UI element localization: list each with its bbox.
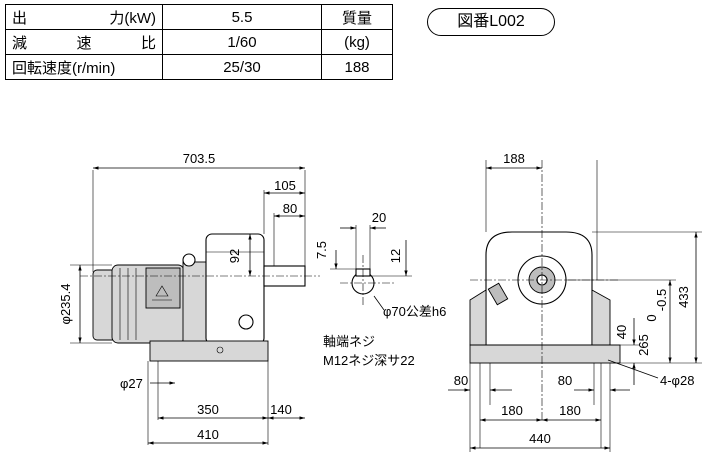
- dim-mount-holes: 4-φ28: [660, 373, 694, 388]
- dim-foot-pitch: 350: [197, 402, 219, 417]
- spec-value-speed: 25/30: [162, 54, 322, 80]
- note-thread-spec: M12ネジ深サ22: [323, 353, 415, 368]
- output-label-right: 力(kW): [109, 9, 156, 27]
- dim-center-tol-bottom: -0.5: [654, 289, 669, 311]
- lifting-eye-motor-icon: [182, 253, 196, 267]
- dim-shaft-key-length: 80: [283, 201, 297, 216]
- foot-base: [149, 340, 269, 362]
- dim-half-pitch-right: 180: [559, 403, 581, 418]
- spec-value-output: 5.5: [162, 4, 322, 30]
- dim-overall-length: 703.5: [183, 151, 216, 166]
- output-shaft: [263, 265, 306, 287]
- dim-half-pitch-left: 180: [501, 403, 523, 418]
- brand-mark-icon: [152, 285, 172, 301]
- dim-motor-diameter: φ235.4: [58, 284, 73, 325]
- ratio-label-left: 減: [12, 34, 28, 52]
- dim-foot-end: 140: [270, 402, 292, 417]
- spec-label-output: 出 力(kW): [5, 4, 163, 30]
- dim-foot-hole: φ27: [120, 376, 143, 391]
- dim-overall-height: 433: [676, 286, 691, 308]
- side-view: 703.5 105 80 92 φ235.4 φ27 350 140 410: [58, 151, 320, 445]
- front-view: 188 433 265 0 -0.5 40 80 80 4-φ28: [448, 151, 702, 452]
- note-shaft-end-thread: 軸端ネジ: [323, 334, 375, 349]
- dim-side-80-right: 80: [558, 373, 572, 388]
- dim-shaft-length: 105: [274, 178, 296, 193]
- dim-key-width: 20: [372, 210, 386, 225]
- dim-center-height: 265: [636, 334, 651, 356]
- spec-label-speed: 回転速度(r/min): [5, 54, 163, 80]
- dim-base-width: 440: [529, 431, 551, 446]
- front-base-plate: [469, 344, 621, 364]
- mass-header: 質量: [321, 4, 393, 30]
- dim-side-80-left: 80: [454, 373, 468, 388]
- output-label-left: 出: [12, 9, 28, 27]
- right-rib: [591, 289, 611, 346]
- ratio-label-right: 比: [140, 34, 156, 52]
- dim-shaft-height: 92: [227, 249, 242, 263]
- breather-plug-icon: [487, 282, 509, 306]
- dim-key-height: 7.5: [314, 241, 329, 259]
- mass-value: 188: [321, 54, 393, 80]
- left-rib: [469, 289, 487, 346]
- spec-label-ratio: 減速比: [5, 29, 163, 55]
- spec-value-ratio: 1/60: [162, 29, 322, 55]
- spec-row-ratio: 減 速 比 1/60 (kg): [5, 29, 393, 55]
- spec-row-output: 出 力(kW) 5.5 質量: [5, 4, 393, 30]
- ratio-label-mid: 速: [76, 34, 92, 52]
- dim-foot-height: 40: [614, 325, 629, 339]
- dim-shaft-diameter: φ70公差h6: [383, 304, 446, 319]
- shaft-detail: 20 7.5 12 φ70公差h6 軸端ネジ M12ネジ深サ22: [314, 210, 446, 368]
- drain-plug-icon: [238, 314, 254, 330]
- dim-base-length: 410: [197, 427, 219, 442]
- spec-table: 出 力(kW) 5.5 質量 減 速 比 1/60 (kg) 回転速度(r/min) …: [5, 4, 393, 80]
- dim-center-tol-top: 0: [644, 314, 659, 321]
- dim-top-width: 188: [503, 151, 525, 166]
- dim-key-depth: 12: [388, 249, 403, 263]
- mass-unit: (kg): [321, 29, 393, 55]
- figure-number-badge: 図番L002: [427, 8, 555, 36]
- motor-flange: [182, 261, 208, 349]
- spec-row-speed: 回転速度(r/min) 25/30 188: [5, 54, 393, 80]
